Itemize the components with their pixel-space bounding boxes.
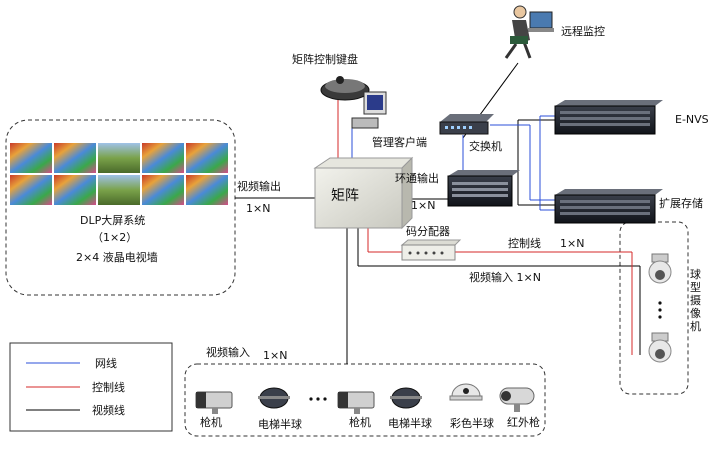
legend-box bbox=[9, 342, 173, 432]
elevator-dome-icon bbox=[390, 387, 422, 409]
video-in-right-label: 视频输入 1×N bbox=[469, 271, 541, 284]
display-group-box bbox=[5, 119, 236, 296]
loop-out-label: 环通输出 bbox=[395, 172, 439, 185]
management-client-icon bbox=[351, 91, 387, 129]
code-distributor-icon bbox=[400, 239, 462, 261]
dome-group-box bbox=[619, 221, 689, 395]
envs-rack-icon bbox=[554, 100, 663, 135]
loop-out-count: 1×N bbox=[411, 199, 436, 212]
camera-label-gun1: 枪机 bbox=[200, 416, 222, 429]
storage-rack-icon bbox=[554, 189, 663, 224]
dlp-title-label: DLP大屏系统 bbox=[80, 214, 146, 227]
remote-operator-icon bbox=[504, 5, 554, 59]
matrix-label: 矩阵 bbox=[331, 188, 359, 204]
network-switch-icon bbox=[439, 114, 494, 135]
dome-group-label: 球型摄像机 bbox=[690, 268, 701, 333]
matrix-device-icon bbox=[313, 156, 414, 230]
camera-label-elevator2: 电梯半球 bbox=[388, 417, 432, 430]
distributor-label: 码分配器 bbox=[406, 225, 450, 238]
dome-camera-icon bbox=[648, 332, 672, 363]
remote-monitor-label: 远程监控 bbox=[561, 25, 605, 38]
keyboard-label: 矩阵控制键盘 bbox=[292, 53, 358, 66]
ellipsis-dots bbox=[309, 397, 327, 401]
gun-camera-icon bbox=[337, 391, 375, 414]
network-lines bbox=[351, 115, 555, 211]
control-line-count: 1×N bbox=[560, 237, 585, 250]
video-out-label: 视频输出 bbox=[237, 180, 281, 193]
dome-camera-icon bbox=[648, 253, 672, 284]
camera-label-color-dome: 彩色半球 bbox=[450, 417, 494, 430]
color-dome-icon bbox=[449, 383, 483, 401]
video-in-bottom-label: 视频输入 bbox=[206, 346, 250, 359]
loop-out-device-icon bbox=[447, 170, 520, 207]
infrared-camera-icon bbox=[499, 387, 535, 412]
dlp-size-label: （1×2） bbox=[92, 231, 138, 244]
video-wall bbox=[10, 143, 228, 205]
ellipsis-dots bbox=[658, 301, 662, 319]
control-lines bbox=[337, 100, 633, 355]
matrix-keyboard-icon bbox=[320, 76, 370, 101]
camera-label-infrared: 红外枪 bbox=[507, 416, 540, 429]
lcd-wall-label: 2×4 液晶电视墙 bbox=[76, 251, 158, 264]
legend-control-label: 控制线 bbox=[92, 381, 125, 394]
control-line-label: 控制线 bbox=[508, 237, 541, 250]
mgmt-client-label: 管理客户端 bbox=[372, 136, 427, 149]
camera-group-box bbox=[184, 363, 546, 437]
video-out-count: 1×N bbox=[246, 202, 271, 215]
switch-label: 交换机 bbox=[469, 140, 502, 153]
legend-video-label: 视频线 bbox=[92, 404, 125, 417]
camera-label-elevator1: 电梯半球 bbox=[258, 418, 302, 431]
gun-camera-icon bbox=[195, 391, 233, 414]
video-in-bottom-count: 1×N bbox=[263, 349, 288, 362]
storage-label: 扩展存储 bbox=[659, 197, 703, 210]
legend-network-label: 网线 bbox=[95, 357, 117, 370]
camera-label-gun2: 枪机 bbox=[349, 416, 371, 429]
envs-label: E-NVS bbox=[675, 113, 709, 126]
elevator-dome-icon bbox=[258, 387, 290, 409]
